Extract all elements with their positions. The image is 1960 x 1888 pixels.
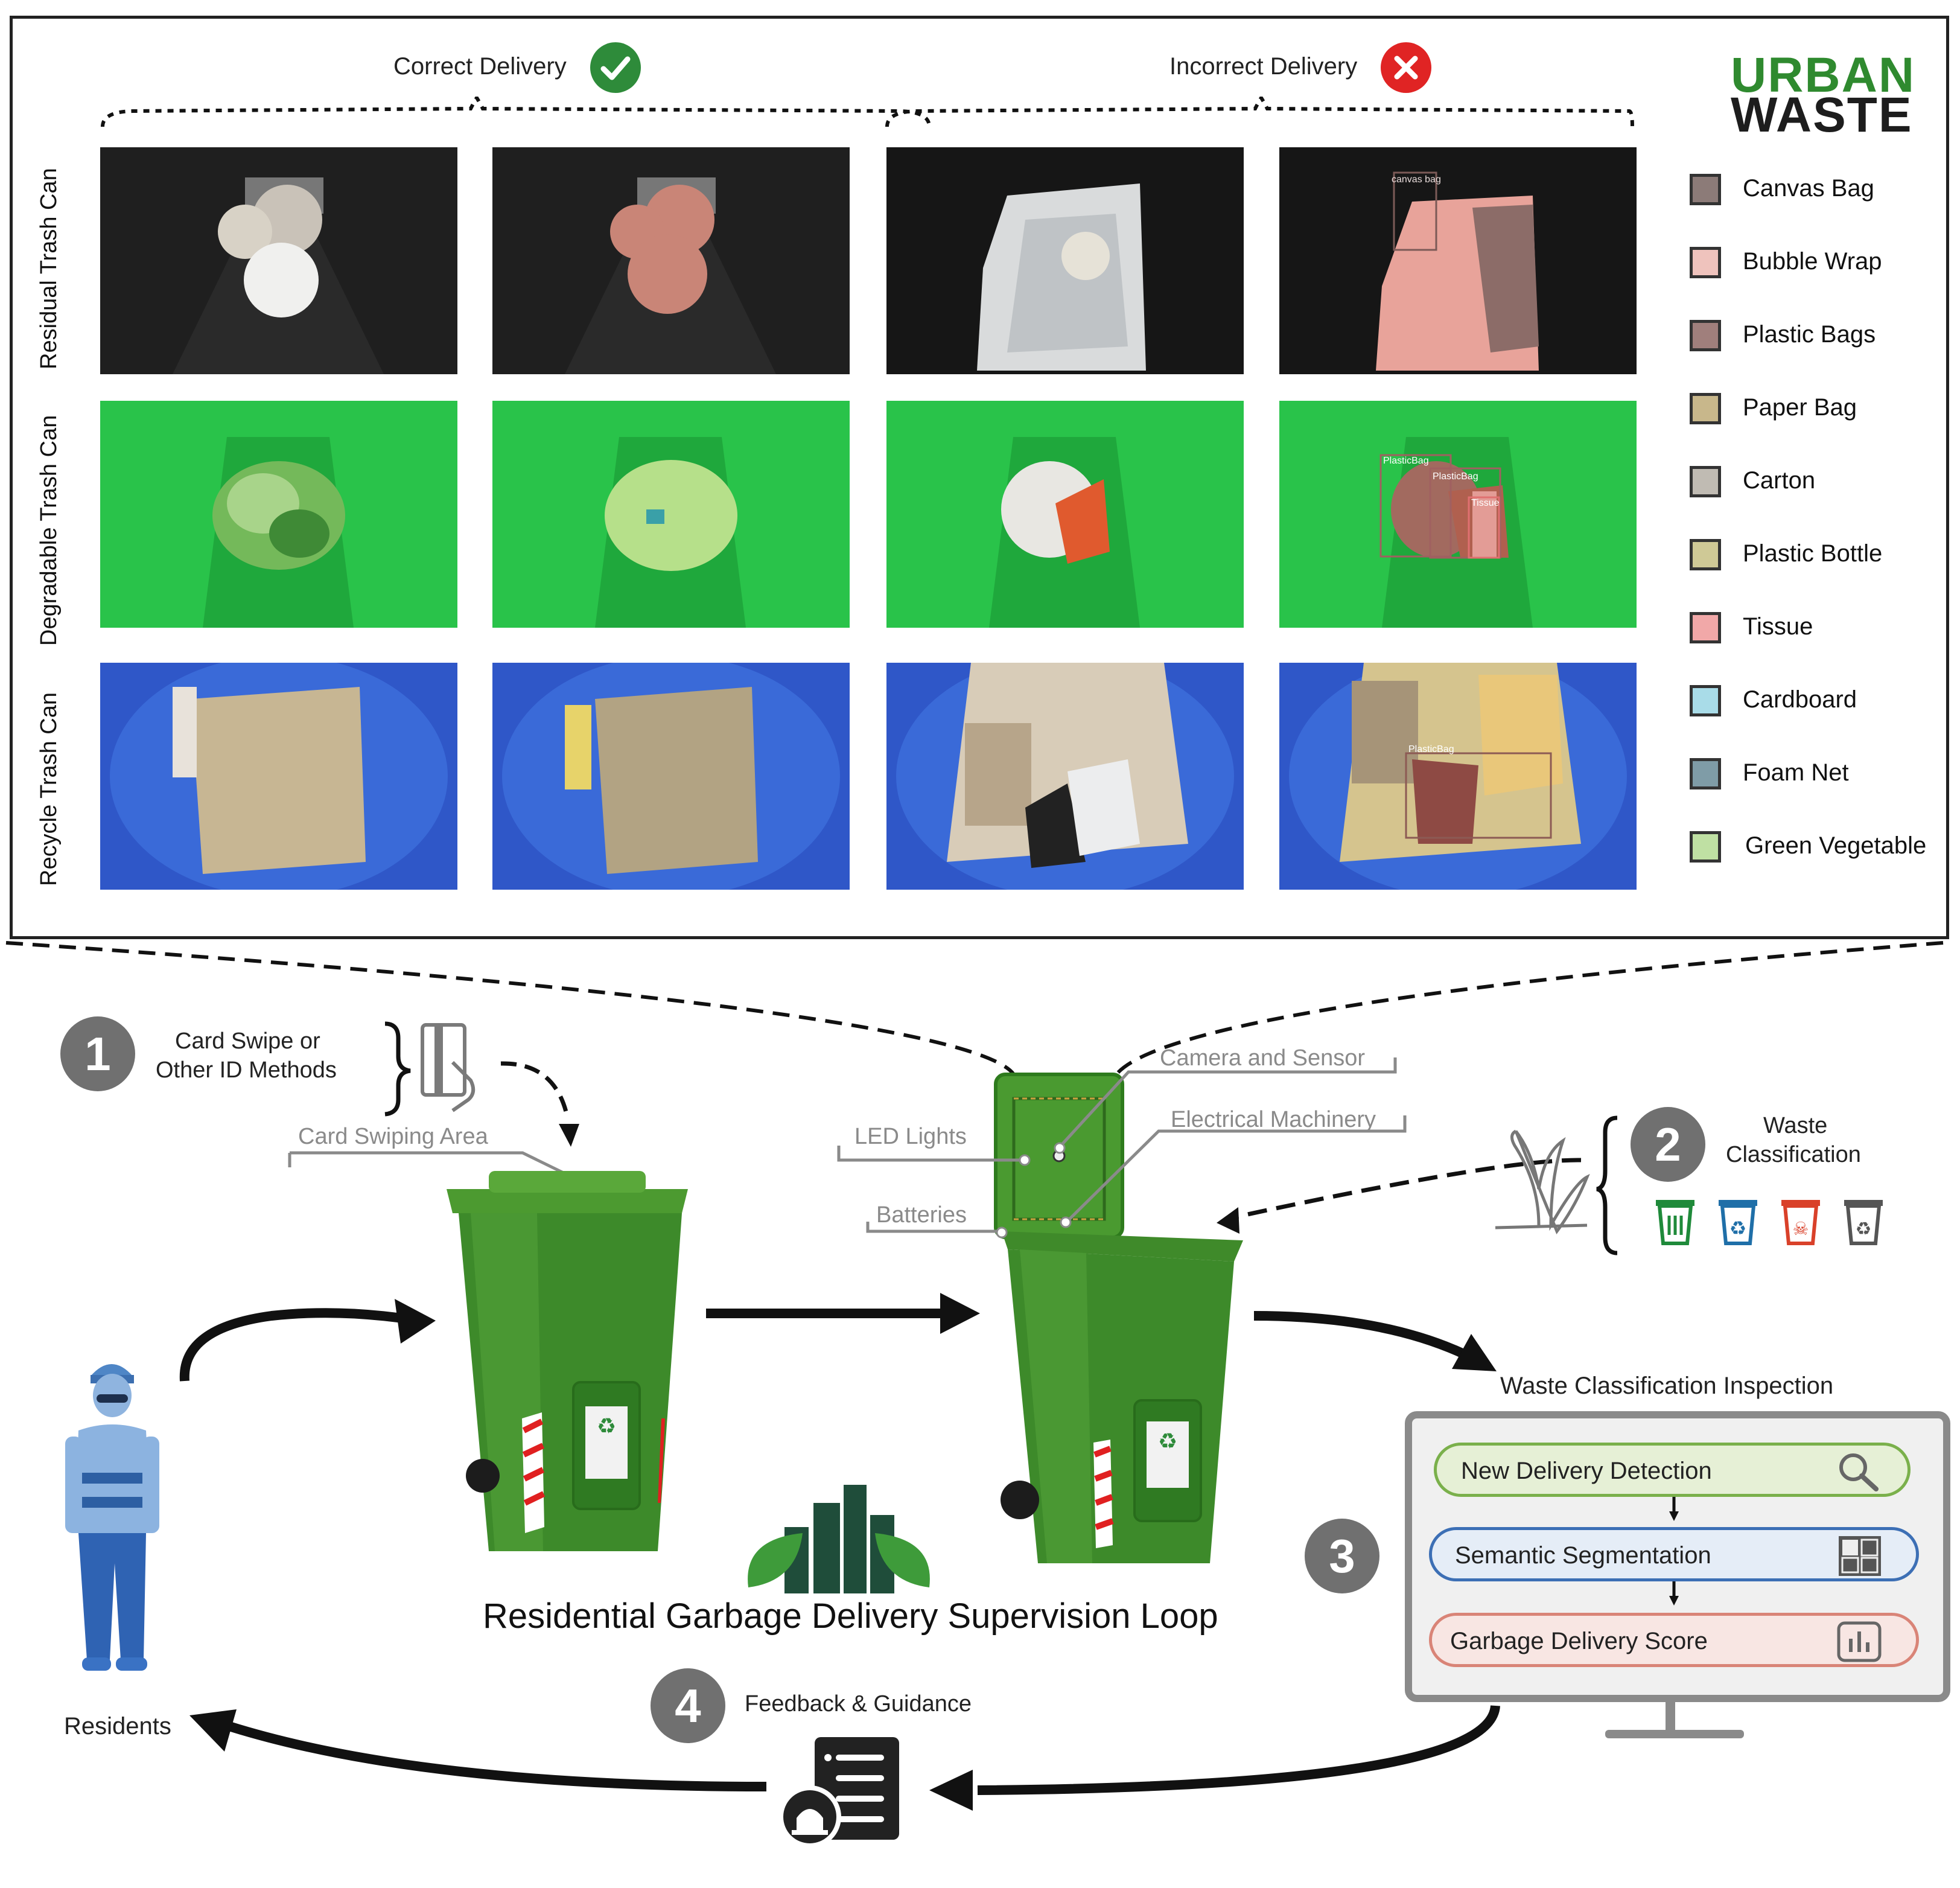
step-1-line2: Other ID Methods: [156, 1057, 337, 1083]
card-swiping-area-label: Card Swiping Area: [298, 1124, 488, 1149]
search-icon: [1839, 1453, 1879, 1491]
step-2-line2: Classification: [1726, 1142, 1861, 1167]
legend-label: Tissue: [1743, 613, 1813, 640]
photo-degradable-incorrect-raw: [886, 401, 1244, 628]
led-lights-label: LED Lights: [854, 1124, 967, 1149]
legend-swatch: [1690, 393, 1721, 424]
step-4-badge: 4: [651, 1668, 725, 1743]
photo-degradable-correct-raw: [100, 401, 457, 628]
camera-sensor-label: Camera and Sensor: [1160, 1045, 1366, 1071]
step-1-line1: Card Swipe or: [175, 1029, 320, 1054]
legend-label: Cardboard: [1743, 686, 1857, 713]
photo-recycle-incorrect-raw: [886, 663, 1244, 890]
legend-label: Plastic Bottle: [1743, 540, 1883, 567]
annotation-tissue: Tissue: [1471, 498, 1500, 508]
svg-text:☠: ☠: [1793, 1219, 1809, 1239]
batteries-label: Batteries: [876, 1202, 967, 1228]
row-label-residual: Residual Trash Can: [36, 168, 62, 369]
step-2-bracket: [1596, 1115, 1618, 1255]
legend-swatch: [1690, 539, 1721, 570]
loop-title: Residential Garbage Delivery Supervision…: [483, 1596, 1218, 1636]
closed-trash-bin: ♻: [447, 1171, 688, 1551]
legend-swatch: [1690, 320, 1721, 351]
incorrect-delivery-header: Incorrect Delivery: [1169, 53, 1358, 80]
check-icon: [590, 42, 641, 93]
legend-swatch: [1690, 758, 1721, 789]
legend-swatch: [1690, 247, 1721, 278]
svg-text:♻: ♻: [1856, 1219, 1872, 1239]
step-4-label: Feedback & Guidance: [745, 1691, 972, 1717]
resident-worker-figure: [65, 1364, 159, 1671]
svg-text:♻: ♻: [1729, 1217, 1747, 1239]
legend-swatch: [1690, 466, 1721, 497]
garbage-delivery-score-label: Garbage Delivery Score: [1450, 1628, 1708, 1654]
hazardous-bin-icon: ☠: [1781, 1200, 1820, 1245]
svg-text:♻: ♻: [597, 1414, 616, 1438]
logo-waste: WASTE: [1731, 88, 1913, 142]
legend-swatch: [1690, 831, 1721, 863]
photo-residual-correct-seg: [492, 147, 850, 374]
row-label-degradable: Degradable Trash Can: [36, 415, 62, 646]
recyclable-bin-icon: ♻: [1719, 1200, 1757, 1245]
logo-urban: URBAN: [1731, 48, 1916, 103]
legend-label: Plastic Bags: [1743, 321, 1876, 348]
garbage-delivery-score-box: Garbage Delivery Score: [1429, 1613, 1919, 1667]
cross-icon: [1381, 42, 1431, 93]
annotation-plasticbag-3: PlasticBag: [1408, 744, 1454, 754]
legend-label: Bubble Wrap: [1743, 248, 1882, 275]
banana-peel-icon: [1217, 1129, 1590, 1235]
photo-residual-correct-raw: [100, 147, 457, 374]
legend-swatch: [1690, 174, 1721, 205]
annotation-plasticbag-1: PlasticBag: [1383, 456, 1429, 466]
header-braces: [101, 97, 1634, 127]
food-waste-bin-icon: [1656, 1200, 1694, 1245]
card-swipe-icon: [384, 1021, 579, 1147]
semantic-segmentation-label: Semantic Segmentation: [1455, 1542, 1711, 1569]
new-delivery-detection-label: New Delivery Detection: [1461, 1458, 1712, 1484]
step-2-line1: Waste: [1763, 1113, 1828, 1138]
step-2-badge: 2: [1631, 1107, 1705, 1182]
city-leaves-icon: [748, 1485, 930, 1593]
segmentation-grid-icon: [1839, 1536, 1881, 1576]
electrical-machinery-label: Electrical Machinery: [1171, 1107, 1376, 1132]
new-delivery-detection-box: New Delivery Detection: [1434, 1443, 1911, 1497]
photo-degradable-correct-seg: [492, 401, 850, 628]
photo-degradable-incorrect-seg: PlasticBag PlasticBag Tissue: [1279, 401, 1637, 628]
bar-chart-icon: [1837, 1621, 1882, 1662]
other-waste-bin-icon: ♻: [1844, 1200, 1883, 1245]
legend-label: Green Vegetable: [1745, 832, 1927, 859]
annotation-canvas-bag: canvas bag: [1392, 174, 1441, 185]
step-3-badge: 3: [1305, 1519, 1379, 1593]
sensor-leader-lines: [837, 1057, 1407, 1239]
legend-label: Carton: [1743, 467, 1816, 494]
photo-residual-incorrect-seg: canvas bag: [1279, 147, 1637, 374]
row-label-recycle: Recycle Trash Can: [36, 692, 62, 886]
waste-category-icons: ♻ ☠ ♻: [1656, 1200, 1883, 1245]
correct-delivery-header: Correct Delivery: [393, 53, 567, 80]
flow-arrows: [179, 1293, 1500, 1811]
legend-swatch: [1690, 685, 1721, 716]
photo-recycle-incorrect-seg: PlasticBag: [1279, 663, 1637, 890]
feedback-document-icon: [778, 1737, 899, 1848]
legend-label: Paper Bag: [1743, 394, 1857, 421]
inspection-title: Waste Classification Inspection: [1500, 1373, 1834, 1399]
annotation-plasticbag-2: PlasticBag: [1433, 471, 1478, 482]
panel-to-bin-lines: [5, 941, 1944, 1076]
legend-swatch: [1690, 612, 1721, 643]
legend-label: Canvas Bag: [1743, 175, 1874, 202]
step-1-badge: 1: [60, 1016, 135, 1091]
svg-text:♻: ♻: [1158, 1429, 1177, 1453]
photo-residual-incorrect-raw: [886, 147, 1244, 374]
photo-recycle-correct-raw: [100, 663, 457, 890]
semantic-segmentation-box: Semantic Segmentation: [1429, 1527, 1919, 1581]
residents-label: Residents: [64, 1713, 171, 1740]
photo-recycle-correct-seg: [492, 663, 850, 890]
legend-label: Foam Net: [1743, 759, 1849, 786]
